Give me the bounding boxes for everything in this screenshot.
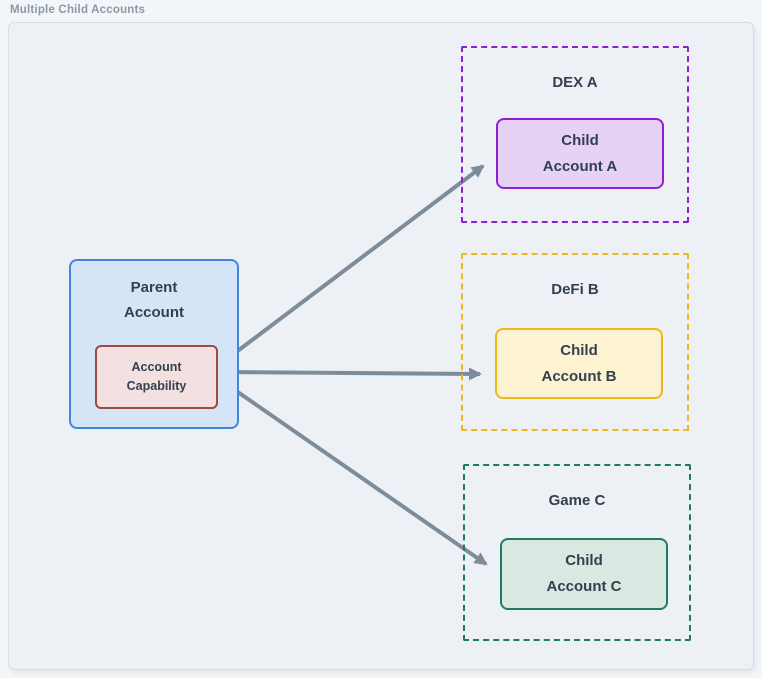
child-account-a-label: Child Account A bbox=[542, 131, 618, 175]
arrow-to-child-b bbox=[218, 367, 482, 381]
env-game-c-container: Game C Child Account C bbox=[463, 464, 691, 641]
child-account-c-label: Child Account C bbox=[546, 552, 622, 595]
diagram-canvas: Parent Account Account Capability DEX A … bbox=[8, 22, 754, 670]
env-defi-b-container: DeFi B Child Account B bbox=[461, 253, 689, 431]
diagram-title: Multiple Child Accounts bbox=[10, 4, 146, 16]
arrow-to-child-c bbox=[217, 377, 488, 566]
arrow-to-child-a bbox=[217, 164, 485, 367]
env-defi-b-label: DeFi B bbox=[551, 281, 599, 298]
parent-account-node: Parent Account Account Capability bbox=[69, 259, 239, 429]
account-capability-label: Account Capability bbox=[126, 360, 187, 393]
env-dex-a-container: DEX A Child Account A bbox=[461, 46, 689, 223]
account-capability-node: Account Capability bbox=[95, 345, 218, 409]
child-account-b-node: Child Account B bbox=[495, 328, 663, 399]
child-account-a-node: Child Account A bbox=[496, 118, 664, 189]
child-account-c-node: Child Account C bbox=[500, 538, 668, 610]
parent-account-label: Parent Account bbox=[124, 279, 184, 321]
env-dex-a-label: DEX A bbox=[552, 74, 598, 91]
child-account-b-label: Child Account B bbox=[541, 341, 617, 385]
env-game-c-label: Game C bbox=[548, 492, 606, 509]
